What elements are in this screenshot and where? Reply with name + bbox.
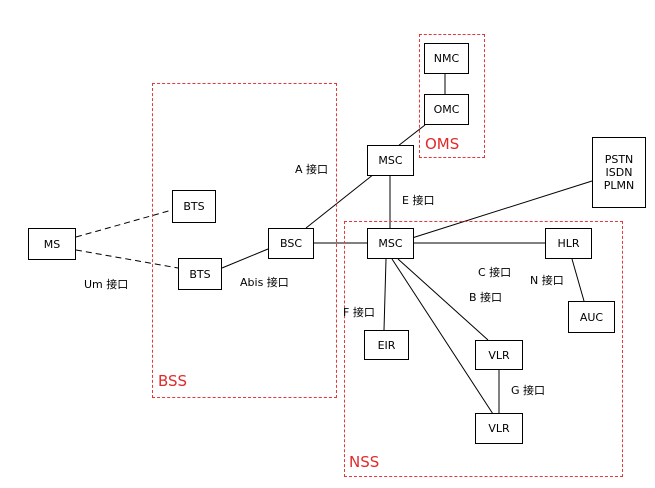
plmn-label: PLMN (603, 179, 635, 192)
bss-region-label: BSS (158, 372, 188, 390)
hlr-node: HLR (545, 228, 592, 259)
link-ms-bts-top (75, 209, 173, 238)
vlr-top-node: VLR (475, 340, 523, 370)
ms-node: MS (28, 228, 76, 260)
b-interface-label: B 接口 (469, 291, 503, 304)
vlr-bottom-node: VLR (475, 413, 523, 444)
link-msc-vlr-bottom (391, 258, 494, 415)
um-interface-label: Um 接口 (84, 278, 129, 291)
g-interface-label: G 接口 (511, 384, 546, 397)
oms-region (419, 34, 485, 158)
auc-node: AUC (568, 301, 615, 333)
link-bsc-msc-top (305, 173, 375, 229)
msc-top-node: MSC (367, 145, 414, 176)
n-interface-label: N 接口 (530, 274, 564, 287)
a-interface-label: A 接口 (295, 163, 329, 176)
bts-bottom-node: BTS (178, 258, 222, 290)
nss-region (344, 221, 623, 477)
bss-region (152, 83, 337, 398)
link-msc-omc (397, 124, 426, 147)
link-msc-vlr-top (397, 258, 489, 341)
link-ms-bts-bottom (75, 249, 179, 269)
eir-node: EIR (364, 330, 409, 360)
link-msc-pstn (411, 180, 593, 239)
msc-main-node: MSC (367, 228, 414, 259)
link-hlr-auc (571, 258, 585, 302)
omc-node: OMC (424, 94, 469, 125)
nss-region-label: NSS (349, 453, 380, 471)
bsc-node: BSC (268, 228, 314, 259)
e-interface-label: E 接口 (402, 194, 435, 207)
f-interface-label: F 接口 (343, 306, 375, 319)
oms-region-label: OMS (425, 135, 460, 153)
pstn-node: PSTN ISDN PLMN (592, 137, 646, 208)
abis-interface-label: Abis 接口 (240, 276, 289, 289)
c-interface-label: C 接口 (478, 266, 512, 279)
isdn-label: ISDN (605, 166, 633, 179)
link-bts-bsc (221, 248, 269, 269)
nmc-node: NMC (424, 43, 469, 74)
pstn-label: PSTN (604, 153, 634, 166)
link-msc-eir (383, 258, 387, 331)
bts-top-node: BTS (172, 190, 216, 223)
